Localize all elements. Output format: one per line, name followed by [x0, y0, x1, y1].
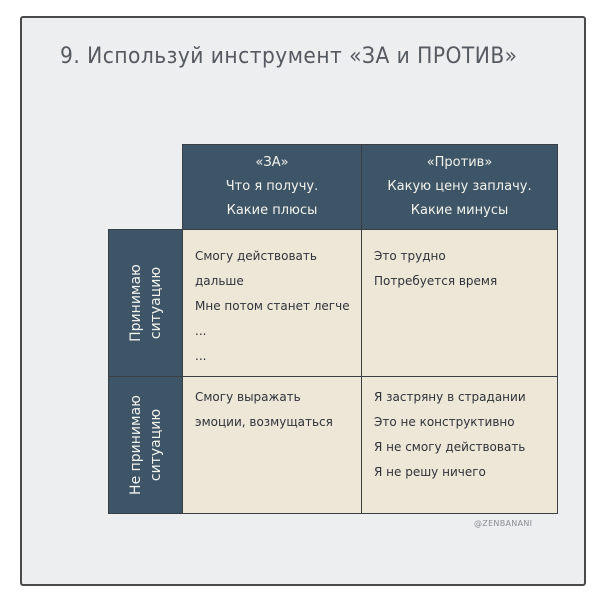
cell-text: Потребуется время	[374, 274, 498, 288]
row-label-accept-line: ситуацию	[147, 266, 164, 340]
cell-text: Смогу действовать	[195, 249, 317, 263]
cell-reject-cons: Я застряну в страдании Это не конструкти…	[361, 376, 558, 514]
header-cons-cell: «Против» Какую цену заплачу. Какие минус…	[361, 144, 558, 230]
cell-text: Это не конструктивно	[374, 415, 515, 429]
row-label-reject-line: ситуацию	[147, 408, 164, 482]
header-pros-cell: «ЗА» Что я получу. Какие плюсы	[182, 144, 362, 230]
cell-accept-pros: Смогу действовать дальше Мне потом стане…	[182, 229, 362, 377]
header-cons-line: Какую цену заплачу.	[387, 179, 532, 194]
header-pros-line: Что я получу.	[225, 179, 319, 194]
page-title: 9. Используй инструмент «ЗА и ПРОТИВ»	[60, 44, 518, 69]
row-label-accept-line: Принимаю	[127, 264, 144, 342]
cell-reject-pros: Смогу выражать эмоции, возмущаться	[182, 376, 362, 514]
row-label-reject: Не принимаю ситуацию	[108, 376, 183, 514]
header-cons-line: Какие минусы	[410, 203, 509, 218]
cell-text: Смогу выражать	[195, 390, 301, 404]
header-pros-title: «ЗА»	[255, 155, 289, 170]
row-label-accept: Принимаю ситуацию	[108, 229, 183, 377]
cell-text: дальше	[195, 274, 244, 288]
cell-text: эмоции, возмущаться	[195, 415, 333, 429]
cell-text: ...	[195, 324, 207, 338]
author-signature: @ZENBANANI	[474, 519, 533, 528]
cell-text: Это трудно	[374, 249, 446, 263]
cell-text: Я не смогу действовать	[374, 440, 526, 454]
header-cons-title: «Против»	[426, 155, 493, 170]
cell-text: Мне потом станет легче	[195, 299, 350, 313]
cell-text: Я не решу ничего	[374, 465, 486, 479]
cell-text: Я застряну в страдании	[374, 390, 526, 404]
cell-text: ...	[195, 349, 207, 363]
header-pros-line: Какие плюсы	[226, 203, 318, 218]
cell-accept-cons: Это трудно Потребуется время	[361, 229, 558, 377]
row-label-reject-line: Не принимаю	[127, 395, 144, 495]
